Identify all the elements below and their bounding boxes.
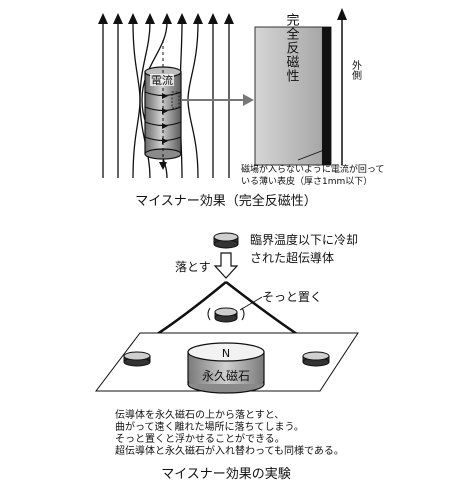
explanation-line: 超伝導体と永久磁石が入れ替わっても同様である。 [115, 444, 344, 457]
outside-field-arrow: 外側 [337, 8, 362, 165]
permanent-magnet: N 永久磁石 [187, 342, 265, 394]
diamagnetic-panel: 完全反磁性 [254, 13, 332, 166]
top-caption: マイスナー効果（完全反磁性） [135, 193, 317, 209]
field-arrowheads [98, 13, 234, 24]
landed-puck-left [123, 351, 151, 367]
arrowhead-icon [208, 13, 218, 24]
up-arrow-icon [337, 8, 347, 20]
magnet-pole-label: N [222, 347, 230, 360]
arrowhead-icon [128, 13, 138, 24]
cooled-note-line1: 臨界温度以下に冷却 [250, 232, 358, 247]
superconductor-cylinder: 電流 [144, 40, 182, 170]
zoom-arrowhead-icon [243, 94, 254, 106]
arrowhead-icon [145, 13, 155, 24]
field-line [132, 21, 141, 179]
bottom-caption: マイスナー効果の実験 [161, 466, 291, 482]
outside-label: 外側 [350, 60, 362, 80]
zoom-arrow [181, 94, 254, 106]
explanation-line: 伝導体を永久磁石の上から落とすと、 [115, 408, 284, 421]
zoom-box [171, 91, 180, 109]
cooled-note-line2: された超伝導体 [250, 250, 334, 265]
panel-label: 完全反磁性 [284, 13, 300, 83]
gently-label: そっと置く [262, 290, 322, 304]
explanation-line: そっと置くと浮かせることができる。 [115, 432, 285, 445]
current-label: 電流 [151, 73, 173, 87]
explanation: 伝導体を永久磁石の上から落とすと、 曲がって遠く離れた場所に落ちてしまう。 そっ… [115, 408, 344, 457]
magnet-label: 永久磁石 [202, 368, 250, 383]
cooled-puck [213, 232, 239, 249]
arrowhead-icon [113, 13, 123, 24]
drop-arrow [213, 252, 239, 279]
floating-puck [207, 307, 245, 323]
surface-note: 磁場が入らないように電流が回って いる薄い表皮（厚さ1mm以下） [241, 149, 384, 187]
arrowhead-icon [177, 13, 187, 24]
arrowhead-icon [98, 13, 108, 24]
surface-note-line2: いる薄い表皮（厚さ1mm以下） [241, 175, 372, 187]
landed-puck-right [302, 351, 330, 367]
drop-label: 落とす [175, 260, 211, 274]
surface-note-line1: 磁場が入らないように電流が回って [241, 163, 384, 175]
arrowhead-icon [224, 13, 234, 24]
explanation-line: 曲がって遠く離れた場所に落ちてしまう。 [115, 420, 304, 433]
left-trajectory [147, 281, 227, 342]
arrowhead-icon [162, 13, 172, 24]
arrowhead-icon [193, 13, 203, 24]
